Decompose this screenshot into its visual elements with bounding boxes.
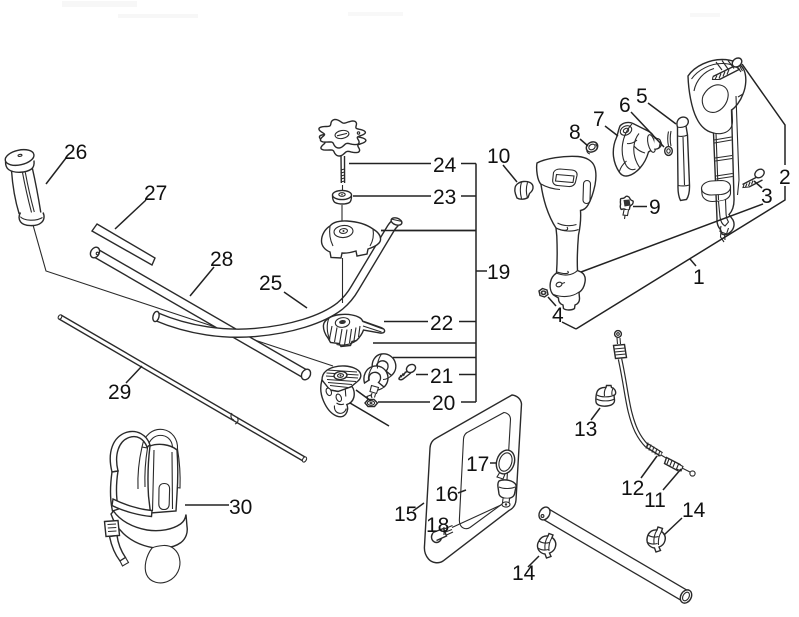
svg-text:7: 7 bbox=[593, 108, 605, 131]
svg-text:17: 17 bbox=[466, 453, 489, 476]
svg-text:5: 5 bbox=[636, 85, 648, 108]
svg-text:16: 16 bbox=[435, 483, 458, 506]
svg-text:1: 1 bbox=[693, 266, 705, 289]
svg-text:27: 27 bbox=[144, 182, 167, 205]
svg-text:3: 3 bbox=[761, 185, 773, 208]
svg-text:30: 30 bbox=[229, 496, 252, 519]
svg-text:28: 28 bbox=[210, 248, 233, 271]
svg-text:20: 20 bbox=[432, 392, 455, 415]
svg-text:22: 22 bbox=[430, 312, 453, 335]
svg-text:24: 24 bbox=[433, 154, 457, 177]
svg-text:13: 13 bbox=[574, 418, 597, 441]
svg-text:26: 26 bbox=[64, 141, 87, 164]
svg-text:6: 6 bbox=[619, 94, 631, 117]
svg-text:14: 14 bbox=[512, 562, 536, 585]
svg-text:14: 14 bbox=[682, 499, 706, 522]
svg-text:2: 2 bbox=[779, 166, 791, 189]
svg-text:9: 9 bbox=[649, 196, 661, 219]
svg-text:25: 25 bbox=[259, 272, 282, 295]
svg-text:4: 4 bbox=[552, 304, 564, 327]
svg-text:10: 10 bbox=[487, 145, 510, 168]
svg-text:29: 29 bbox=[108, 381, 131, 404]
svg-text:19: 19 bbox=[487, 261, 510, 284]
svg-text:15: 15 bbox=[394, 503, 417, 526]
svg-text:12: 12 bbox=[621, 477, 644, 500]
svg-text:23: 23 bbox=[433, 186, 456, 209]
svg-text:21: 21 bbox=[430, 365, 453, 388]
svg-text:18: 18 bbox=[426, 514, 449, 537]
svg-text:8: 8 bbox=[569, 121, 581, 144]
svg-text:11: 11 bbox=[644, 489, 666, 512]
